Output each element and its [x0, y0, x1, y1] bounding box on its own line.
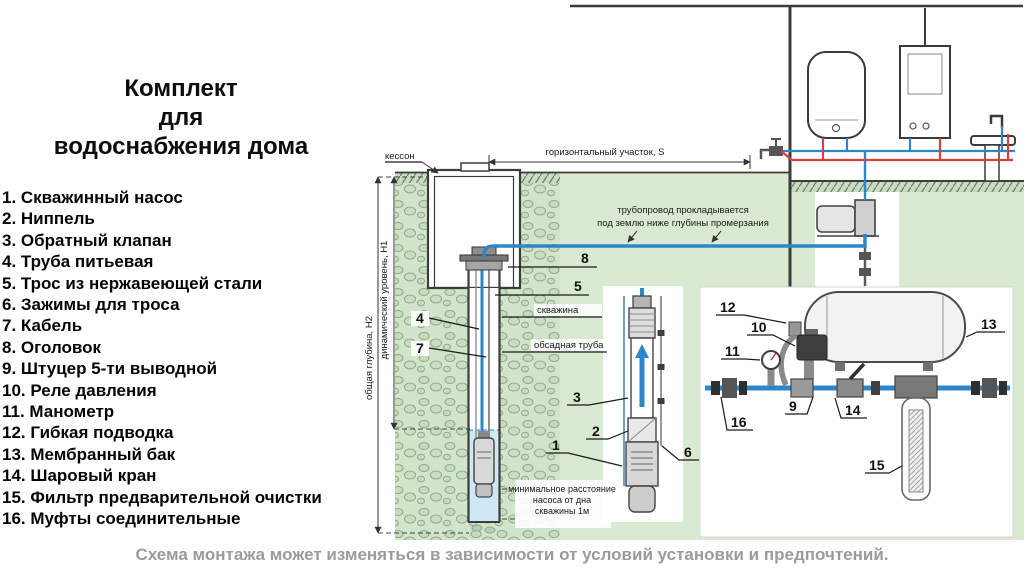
parts-list-item: 9. Штуцер 5-ти выводной	[2, 359, 218, 379]
parts-list-item: 7. Кабель	[2, 316, 83, 336]
title-line-1: Комплект	[124, 75, 238, 102]
coupling-left	[711, 378, 747, 398]
rope-clamp	[657, 364, 665, 370]
flexible-hose	[778, 333, 797, 387]
parts-list: 1. Скважинный насос 2. Ниппель 3. Обратн…	[0, 187, 362, 530]
dimension-labels: кессон горизонтальный участок, S трубопр…	[365, 147, 769, 534]
callout-15: 15	[869, 457, 885, 473]
callout-1: 1	[552, 437, 560, 453]
borehole-pump	[473, 431, 495, 498]
membrane-tank	[804, 291, 966, 363]
tank-flange	[788, 321, 802, 337]
filter-cartridge	[908, 409, 924, 493]
callout-6: 6	[684, 444, 692, 460]
parts-list-item: 4. Труба питьевая	[2, 252, 154, 272]
label-min-distance-2: насоса от дна	[533, 495, 591, 505]
page-title: Комплект для водоснабжения дома	[0, 74, 362, 161]
callouts: 8 5 4 7 3 2 1 6 12 10 11 16	[411, 250, 1005, 474]
title-line-3: водоснабжения дома	[53, 133, 309, 160]
pipes	[482, 126, 1015, 258]
label-pipeline-note-1: трубопровод прокладывается	[617, 205, 749, 216]
pre-filter	[894, 375, 938, 501]
label-well: скважина	[537, 305, 579, 316]
callout-16: 16	[731, 414, 747, 430]
callout-14: 14	[845, 402, 861, 418]
parts-list-item: 11. Манометр	[2, 402, 115, 422]
rope-clamp	[657, 398, 665, 404]
label-casing: обсадная труба	[534, 340, 604, 351]
parts-list-item: 8. Оголовок	[2, 337, 102, 357]
gauge-needle	[770, 352, 777, 361]
callout-2: 2	[592, 423, 600, 439]
five-way-fitting	[790, 378, 814, 398]
foundation-pipe-stack	[859, 246, 871, 286]
label-pipeline-note-2: под землю ниже глубины промерзания	[597, 218, 769, 229]
pump-inset	[603, 286, 683, 522]
label-dynamic-level: динамический уровень, H1	[379, 241, 390, 360]
pressure-relay	[796, 334, 828, 361]
callout-11: 11	[725, 343, 740, 359]
callout-7: 7	[416, 340, 424, 356]
label-min-distance-1: минимальное расстояние	[508, 484, 616, 494]
house-cold-pipes	[783, 126, 1015, 153]
parts-list-item: 5. Трос из нержавеющей стали	[2, 273, 263, 293]
filter-head	[894, 375, 938, 399]
parts-list-item: 16. Муфты соединительные	[2, 509, 241, 529]
parts-list-item: 3. Обратный клапан	[2, 230, 172, 250]
faucet-icon	[989, 114, 1004, 128]
callout-13: 13	[981, 316, 997, 332]
gauge-stub	[767, 369, 775, 386]
equipment-inset	[699, 286, 1014, 538]
inset-nipple	[632, 295, 652, 309]
label-horizontal-run: горизонтальный участок, S	[546, 147, 665, 158]
outdoor-tap	[759, 138, 783, 159]
tap-spout-icon	[759, 148, 769, 159]
callout-5: 5	[574, 278, 582, 294]
parts-list-item: 15. Фильтр предварительной очистки	[2, 487, 322, 507]
installation-diagram: кессон горизонтальный участок, S трубопр…	[365, 0, 1024, 540]
valve-lever	[848, 362, 866, 381]
underground-cold-pipe	[482, 234, 867, 258]
flow-arrow-head	[635, 344, 649, 358]
ball-valve	[836, 362, 866, 398]
relay-stub	[804, 360, 814, 379]
tank-leg	[835, 362, 845, 371]
parts-legend: Комплект для водоснабжения дома 1. Скваж…	[0, 0, 362, 540]
callout-9: 9	[789, 398, 797, 414]
coupling-right	[971, 378, 1007, 398]
house-hot-pipes	[780, 134, 1013, 162]
parts-list-item: 13. Мембранный бак	[2, 444, 176, 464]
parts-list-item: 1. Скважинный насос	[2, 188, 183, 207]
label-total-depth: общая глубина, H2	[365, 316, 375, 400]
tank-leg	[923, 362, 933, 371]
parts-list-item: 10. Реле давления	[2, 380, 157, 400]
callout-4: 4	[416, 310, 424, 326]
well	[459, 246, 509, 534]
parts-list-item: 2. Ниппель	[2, 209, 95, 229]
title-line-2: для	[158, 104, 204, 131]
parts-list-item: 6. Зажимы для троса	[2, 295, 180, 315]
caisson-hatch-lid	[460, 162, 490, 172]
label-min-distance-3: скважины 1м	[535, 506, 589, 516]
sink	[970, 114, 1016, 182]
callout-12: 12	[720, 299, 736, 315]
callout-10: 10	[751, 319, 767, 335]
parts-list-item: 14. Шаровый кран	[2, 466, 157, 486]
footer-note: Схема монтажа может изменяться в зависим…	[135, 545, 889, 564]
rope-clamp	[657, 330, 665, 336]
pipe-fitting	[871, 381, 880, 395]
inset-ribs	[629, 313, 655, 333]
kesson-leader	[421, 161, 439, 174]
gas-column	[899, 8, 951, 139]
pump-station	[816, 199, 879, 237]
inset-intake-slots	[631, 451, 653, 471]
parts-list-item: 12. Гибкая подводка	[2, 423, 174, 443]
inset-motor	[628, 485, 656, 513]
inset-upper-section	[628, 307, 656, 339]
water-heater	[807, 51, 866, 139]
callout-3: 3	[573, 389, 581, 405]
label-kesson: кессон	[385, 151, 415, 162]
house-floor-hatch	[790, 181, 1024, 192]
callout-8: 8	[581, 250, 589, 266]
